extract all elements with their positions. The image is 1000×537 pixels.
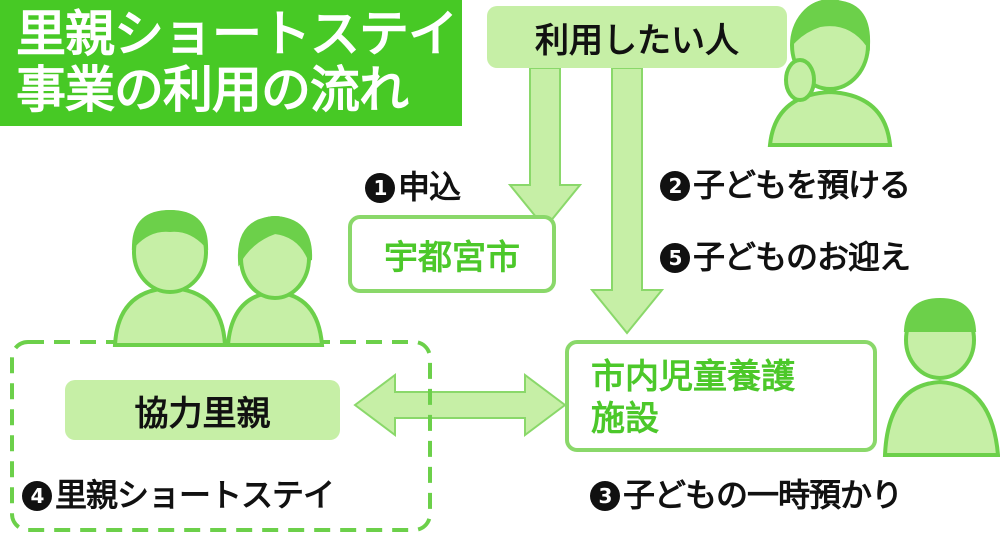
step-number-badge: 2 — [660, 171, 690, 201]
node-user: 利用したい人 — [487, 6, 787, 68]
step-text: 里親ショートステイ — [55, 476, 335, 514]
arrow-drop-off — [589, 67, 665, 335]
title-line-2: 事業の利用の流れ — [16, 61, 409, 119]
step-text: 子どものお迎え — [693, 238, 911, 276]
arrow-apply — [507, 67, 583, 230]
user-woman-illustration — [767, 0, 893, 147]
step-number-badge: 1 — [365, 173, 395, 203]
double-arrow — [353, 373, 567, 437]
facility-staff-illustration — [882, 297, 1000, 457]
step-text: 子どもの一時預かり — [623, 476, 903, 514]
node-foster-parents: 協力里親 — [65, 380, 340, 440]
step-number-badge: 3 — [590, 481, 620, 511]
diagram-title: 里親ショートステイ 事業の利用の流れ — [0, 0, 462, 126]
title-line-1: 里親ショートステイ — [16, 5, 458, 63]
node-city: 宇都宮市 — [348, 215, 556, 293]
step-text: 子どもを預ける — [693, 166, 911, 204]
facility-name-line-1: 市内児童養護 — [591, 357, 795, 397]
node-facility: 市内児童養護 施設 — [565, 340, 877, 452]
foster-couple-illustration — [112, 209, 325, 347]
facility-name-line-2: 施設 — [591, 399, 659, 439]
step-text: 申込 — [398, 168, 461, 206]
step-number-badge: 4 — [22, 481, 52, 511]
step-number-badge: 5 — [660, 243, 690, 273]
